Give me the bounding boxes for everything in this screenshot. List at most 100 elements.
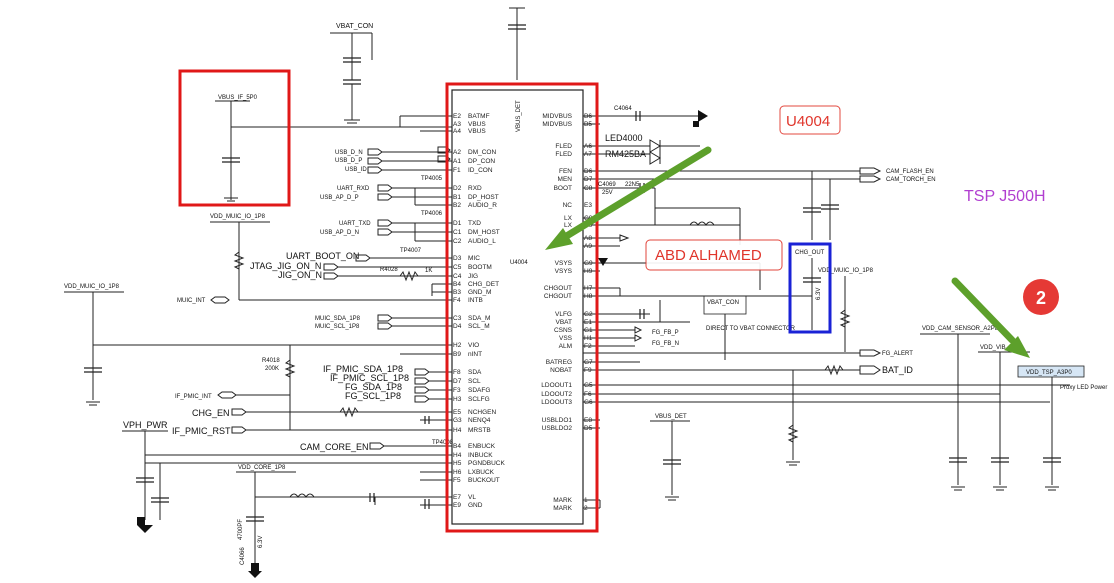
net-vdd-core: VDD_CORE_1P8: [238, 465, 286, 471]
ic-pin-name: NCHGEN: [468, 409, 496, 416]
ic-pin-number: C1: [453, 229, 462, 236]
ic-pin-name: BOOT: [554, 185, 572, 192]
ic-pin-number: F4: [453, 297, 461, 304]
net-fg-sda: FG_SDA_1P8: [345, 382, 402, 392]
ic-pin-name: SCLFG: [468, 396, 490, 403]
ic-pin-number: E2: [453, 113, 461, 120]
ic-pin-name: BUCKOUT: [468, 477, 500, 484]
ic-pin-number: C2: [453, 238, 462, 245]
c4066-v: 6.3V: [258, 536, 264, 548]
ic-pin-name: USBLDO1: [542, 417, 573, 424]
led4000: LED4000: [605, 133, 643, 143]
right-top-nets: C4064 LED4000 RM425BA CAM_FLASH_EN CAM_T…: [583, 106, 936, 247]
net-jtag-jig-on-n: JTAG_JIG_ON_N: [250, 261, 321, 271]
ic-pin-name: LDOOUT1: [541, 382, 572, 389]
ic-pin-name: VLFG: [555, 311, 572, 318]
net-chg-out: CHG_OUT: [795, 250, 825, 256]
fuel-gauge-nets: FG_FB_P FG_FB_N VBAT_CON DIRECT TO VBAT …: [583, 295, 913, 376]
ic-pin-name: VBAT: [556, 319, 573, 326]
ic-pin-name: GND_M: [468, 289, 491, 296]
ic-pin-name: LDOOUT2: [541, 391, 572, 398]
proxy-led-power: Proxy LED Power: [1060, 385, 1107, 391]
tp4008: TP4008: [432, 440, 454, 446]
net-vdd-cam-sensor: VDD_CAM_SENSOR_A2P8: [922, 326, 999, 332]
net-muic-int: MUIC_INT: [177, 298, 206, 304]
ic-pin-name: BATMF: [468, 113, 490, 120]
author-callout: ABD ALHAMED: [645, 239, 783, 271]
ic-pin-name: SDAFG: [468, 387, 490, 394]
r4018: R4018: [262, 358, 280, 364]
chg-out-v: 6.3V: [816, 288, 822, 300]
ic-pin-name: BOOTM: [468, 264, 492, 271]
ic-pin-number: E3: [584, 202, 592, 209]
net-if-pmic-int: IF_PMIC_INT: [175, 394, 212, 400]
ic-pin-name: CHGOUT: [544, 293, 572, 300]
net-if-pmic-sda: IF_PMIC_SDA_1P8: [323, 364, 403, 374]
net-bat-id: BAT_ID: [882, 365, 913, 375]
ic-pin-number: F5: [453, 477, 461, 484]
muic-i2c-nets: MUIC_SDA_1P8 MUIC_SCL_1P8: [315, 314, 452, 355]
ic-pin-name: LDOOUT3: [541, 399, 572, 406]
ic-pin-name: LX: [564, 222, 573, 229]
ic-pin-name: CHG_DET: [468, 281, 499, 288]
ic-pin-name: JIG: [468, 273, 478, 280]
ic-pin-name: TXD: [468, 220, 481, 227]
ic-pin-name: MARK: [553, 497, 572, 504]
green-arrow-2: [951, 277, 1030, 358]
ic-pin-name: DM_HOST: [468, 229, 500, 236]
pmic-nets: R4018 200K IF_PMIC_SDA_1P8 IF_PMIC_SCL_1…: [172, 345, 452, 436]
net-muic-sda: MUIC_SDA_1P8: [315, 316, 361, 322]
ic-pin-number: H6: [453, 469, 462, 476]
ic-pin-number: D3: [453, 255, 462, 262]
ic-pin-name: CHGOUT: [544, 285, 572, 292]
u4004-callout: U4004: [779, 105, 841, 135]
net-vbat-con2: VBAT_CON: [707, 300, 739, 306]
ic-pin-name: NOBAT: [550, 367, 572, 374]
ic-pin-name: MEN: [558, 176, 573, 183]
cam-vib-tsp-nets: VDD_CAM_SENSOR_A2P8 VDD_VIB VDD_TSP_A3P0…: [920, 326, 1107, 491]
net-vph-pwr: VPH_PWR: [123, 420, 168, 430]
ic-pin-name: nINT: [468, 351, 482, 358]
ic-pin-name: RXD: [468, 185, 482, 192]
ic-pin-number: F8: [453, 369, 461, 376]
uart-nets: TP4005 UART_RXD USB_AP_D_P TP4006 UART_T…: [320, 176, 452, 242]
ic-pin-name: VIO: [468, 342, 479, 349]
ic-pin-name: DP_HOST: [468, 194, 499, 201]
ic-pin-name: NC: [563, 202, 573, 209]
net-usb-ap-d-n: USB_AP_D_N: [320, 230, 359, 236]
ic-pin-name: MIDVBUS: [542, 121, 572, 128]
net-chg-en: CHG_EN: [192, 408, 230, 418]
net-cam-core-en: CAM_CORE_EN: [300, 442, 369, 452]
ic-pin-name: BATREG: [546, 359, 572, 366]
vbus-highlight-box: [178, 69, 291, 207]
ic-pin-name: SDA_M: [468, 315, 490, 322]
net-if-pmic-scl: IF_PMIC_SCL_1P8: [330, 373, 409, 383]
usb-nets: USB_D_N USB_D_P USB_ID: [335, 146, 452, 174]
ic-pin-number: D1: [453, 220, 462, 227]
tsp-net-label-box: [1017, 365, 1085, 378]
ic-pin-name: VBUS: [468, 128, 486, 135]
net-fg-fb-n: FG_FB_N: [652, 341, 679, 347]
ic-pin-name: ENBUCK: [468, 443, 496, 450]
net-fg-alert: FG_ALERT: [882, 351, 913, 357]
net-vbus-det: VBUS_DET: [655, 414, 687, 420]
ic-pin-number: H2: [453, 342, 462, 349]
net-muic-scl: MUIC_SCL_1P8: [315, 324, 360, 330]
ic-ref: U4004: [510, 260, 528, 266]
net-vbus-if: VBUS_IF_5P0: [218, 95, 258, 101]
ic-pin-number: H3: [453, 396, 462, 403]
ic-pin-name: GND: [468, 502, 483, 509]
ic-pin-name: CSNS: [554, 327, 573, 334]
ic-pin-number: C3: [453, 315, 462, 322]
ic-pin-number: C4: [453, 273, 462, 280]
ic-pin-number: D4: [453, 323, 462, 330]
ic-pin-number: A3: [453, 121, 461, 128]
vdd-core-nets: VDD_CORE_1P8 4700PF C4066 6.3V: [236, 465, 452, 578]
muic-io-left: VDD_MUIC_IO_1P8 MUIC_INT VDD_MUIC_IO_1P8: [64, 214, 452, 406]
net-cam-torch-en: CAM_TORCH_EN: [886, 177, 936, 183]
ic-pin-number: A4: [453, 128, 461, 135]
ic-pin-name: INTB: [468, 297, 483, 304]
